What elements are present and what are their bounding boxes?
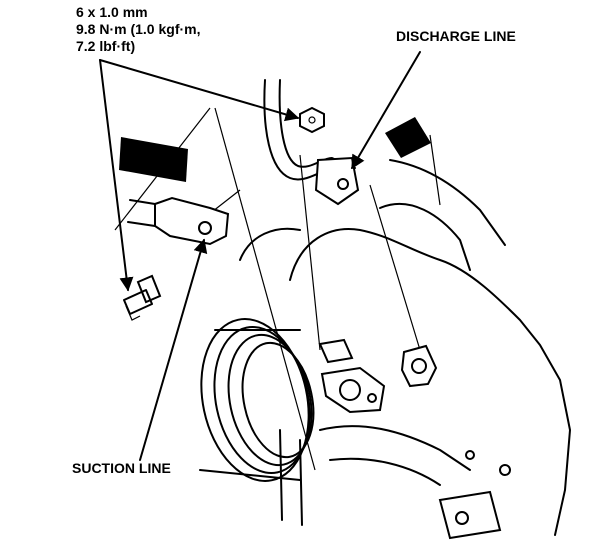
compressor-bracket xyxy=(379,203,471,271)
leader-spec-to-suction-bolt xyxy=(99,59,134,292)
frame-line-2 xyxy=(214,107,316,471)
body-bolt-2 xyxy=(499,464,511,476)
suction-line-label: SUCTION LINE xyxy=(72,460,171,476)
tag-rect-right xyxy=(385,117,431,158)
leader-discharge-line xyxy=(351,51,421,170)
flange-port-large xyxy=(339,379,361,401)
suction-pipe xyxy=(127,199,156,227)
flange-fitting-top xyxy=(318,338,354,364)
flange-port-small xyxy=(367,393,377,403)
body-bolt-1 xyxy=(455,511,469,525)
compressor-discharge-hole xyxy=(411,358,427,374)
frame-line-5 xyxy=(369,184,421,351)
frame-line-6 xyxy=(299,154,321,351)
body-rib-2 xyxy=(329,457,441,486)
body-edge xyxy=(279,429,303,526)
spec-torque-imperial: 7.2 lbf·ft) xyxy=(76,38,136,54)
suction-bolt xyxy=(123,274,162,321)
discharge-port xyxy=(337,178,349,190)
leader-spec-to-discharge-bolt xyxy=(99,59,300,122)
suction-port xyxy=(198,221,212,235)
body-bolt-3 xyxy=(465,450,475,460)
discharge-fitting xyxy=(314,156,360,206)
compressor-top-edge xyxy=(389,159,506,246)
discharge-bolt-head xyxy=(299,106,325,134)
body-rib-1 xyxy=(319,425,471,471)
tag-rect-left xyxy=(119,137,188,182)
clutch-pulley xyxy=(199,318,315,482)
body-box xyxy=(438,490,502,540)
discharge-bolt-center xyxy=(308,116,316,124)
frame-line-1 xyxy=(114,107,211,231)
frame-line-4 xyxy=(429,134,441,206)
compressor-upper xyxy=(239,227,301,261)
spec-size: 6 x 1.0 mm xyxy=(76,4,148,20)
compressor-body xyxy=(289,228,571,536)
discharge-line-label: DISCHARGE LINE xyxy=(396,28,516,44)
spec-torque-metric: 9.8 N·m (1.0 kgf·m, xyxy=(76,21,201,37)
suction-fitting xyxy=(154,196,230,246)
leader-suction-line xyxy=(139,238,208,461)
